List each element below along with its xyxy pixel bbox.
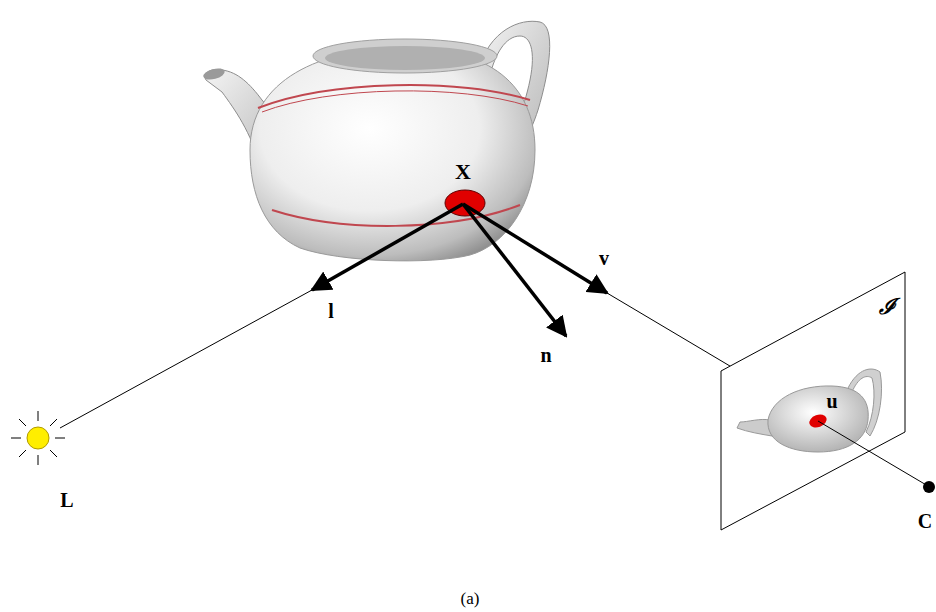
light-ray <box>60 290 312 428</box>
spout-opening <box>202 66 226 81</box>
symbol-label: X <box>455 161 471 183</box>
symbol-label: u <box>826 391 837 411</box>
symbol-label: C <box>918 511 932 531</box>
symbol-label: n <box>540 345 551 365</box>
teapot-opening <box>313 39 497 73</box>
symbol-label: v <box>599 248 609 268</box>
light-vector <box>312 204 463 290</box>
figure-caption: (a) <box>461 590 480 607</box>
camera-center <box>923 481 935 493</box>
symbol-label: l <box>328 301 334 321</box>
teapot-body <box>250 48 535 261</box>
image-teapot <box>737 369 882 452</box>
view-ray <box>607 293 740 372</box>
teapot-stripe <box>262 91 528 112</box>
normal-vector <box>463 204 566 336</box>
symbol-label: ℐ <box>879 296 895 318</box>
view-vector <box>463 204 607 293</box>
teapot-opening-inner <box>325 46 485 70</box>
image-plane <box>721 272 905 530</box>
light-source <box>11 411 65 465</box>
projection-ray <box>818 421 928 486</box>
symbol-label: L <box>60 490 73 510</box>
